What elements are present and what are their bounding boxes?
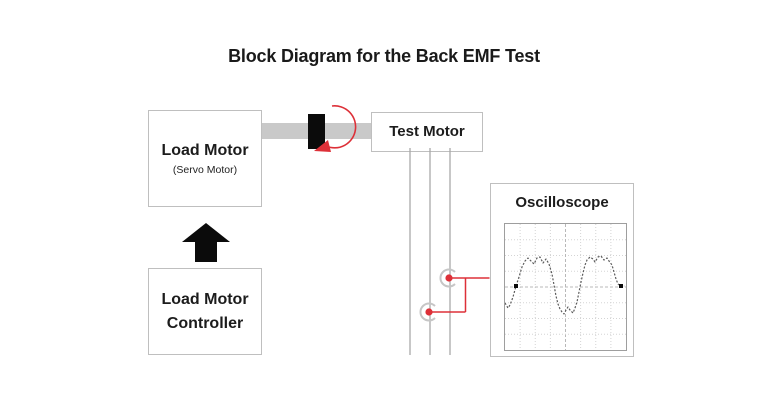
oscilloscope-block: Oscilloscope	[490, 183, 634, 357]
oscilloscope-label: Oscilloscope	[515, 194, 609, 211]
trigger-marker	[619, 284, 623, 288]
up-arrow-icon	[182, 223, 230, 262]
load-motor-controller-block: Load Motor Controller	[148, 268, 262, 355]
back-emf-trace	[505, 255, 625, 315]
load-motor-controller-label: Load Motor Controller	[161, 291, 249, 332]
load-motor-block: Load Motor (Servo Motor)	[148, 110, 262, 207]
probe-hook-icon	[439, 268, 456, 288]
test-motor-block: Test Motor	[371, 112, 483, 152]
test-motor-label: Test Motor	[389, 123, 465, 141]
probe-dot	[445, 274, 453, 282]
trigger-marker	[514, 284, 518, 288]
load-motor-label: Load Motor	[161, 141, 249, 159]
up-arrow-head	[182, 223, 230, 242]
load-motor-sublabel: (Servo Motor)	[172, 164, 238, 177]
probe-hook-icon	[419, 302, 436, 322]
scope-waveform-svg	[505, 224, 626, 350]
shaft-coupling-block	[308, 114, 325, 149]
up-arrow-stem	[195, 242, 217, 262]
probe-cable	[429, 277, 490, 313]
oscilloscope-screen	[504, 223, 627, 351]
motor-wires	[409, 148, 451, 355]
diagram-title: Block Diagram for the Back EMF Test	[228, 46, 540, 66]
probe-dot	[425, 308, 433, 316]
scope-grid	[505, 224, 626, 350]
